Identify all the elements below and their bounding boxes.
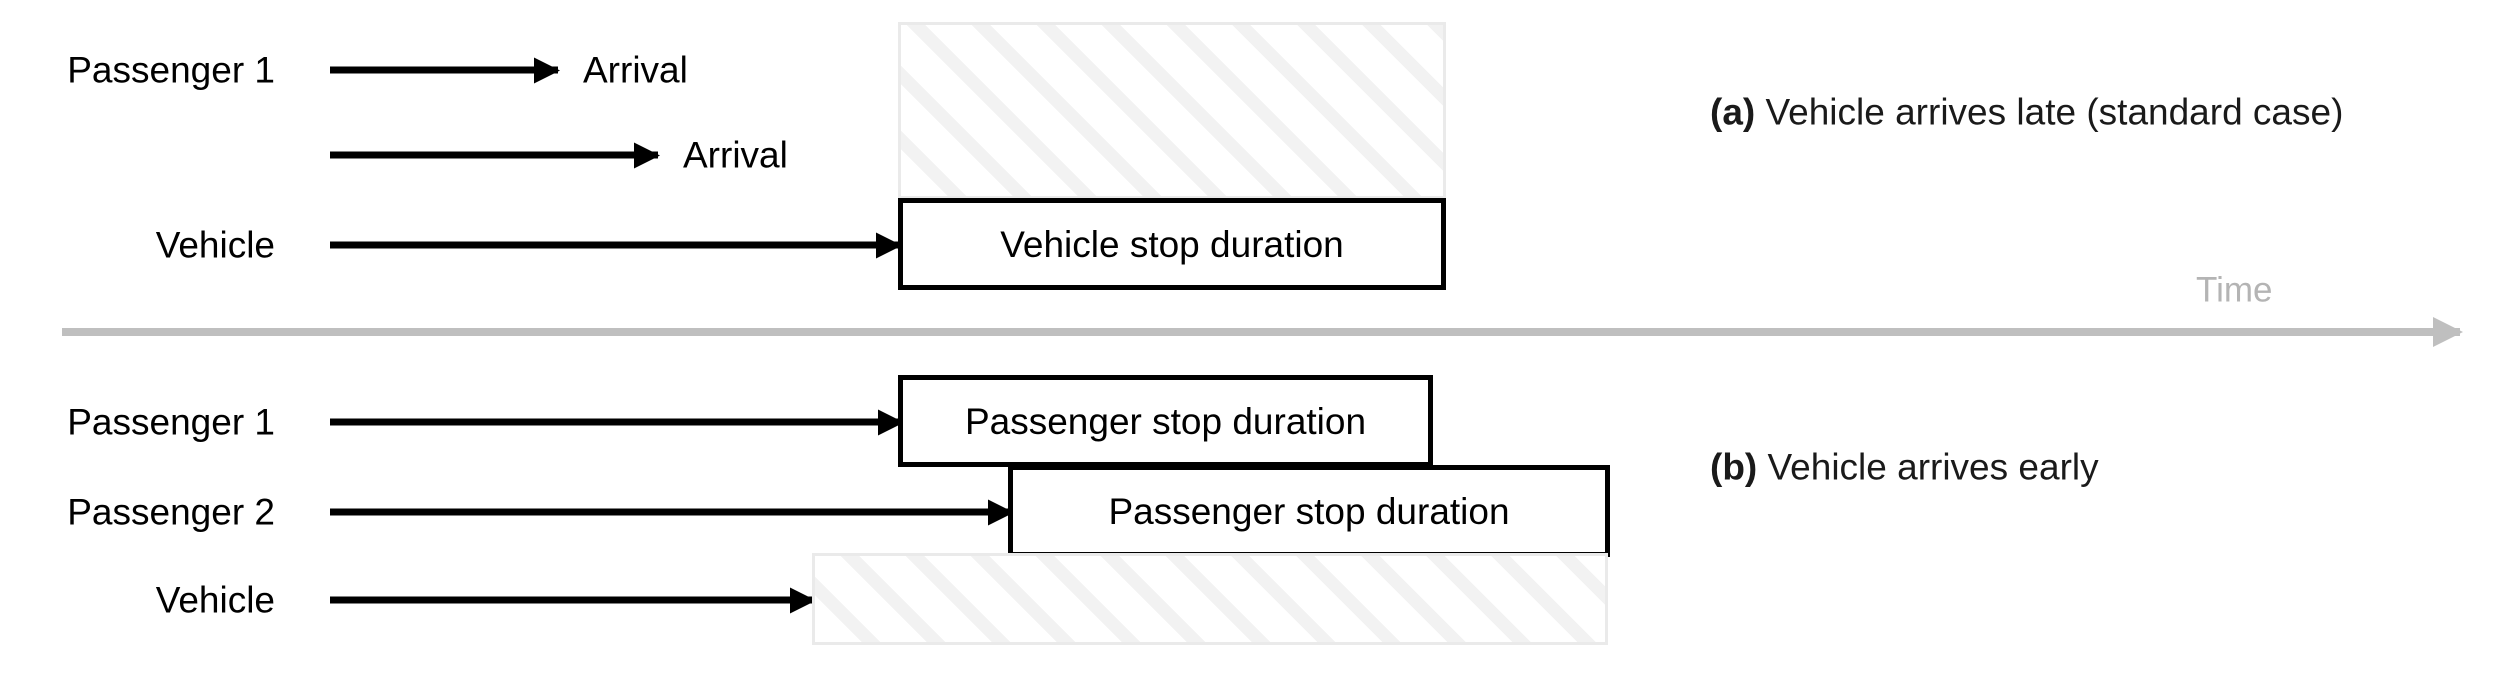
actor-label-passenger-2-b: Passenger 2 [67,491,275,533]
panel-marker-a: (a) [1710,91,1756,133]
timeline-arrow-passenger-1-a [330,66,558,74]
passenger-1-stop-duration-label-b: Passenger stop duration [964,400,1367,442]
panel-caption-text-a: Vehicle arrives late (standard case) [1765,91,2344,133]
timeline-arrow-vehicle-b [330,596,814,604]
vehicle-stop-duration-label-a: Vehicle stop duration [1000,223,1344,265]
actor-label-passenger-1-b: Passenger 1 [67,401,275,443]
passenger-1-stop-duration-block-b: Passenger stop duration [898,375,1433,467]
time-axis-label: Time [2196,270,2273,310]
passenger-2-stop-duration-label-b: Passenger stop duration [1108,490,1510,532]
timeline-arrow-vehicle-a [330,241,900,249]
panel-caption-text-b: Vehicle arrives early [1767,446,2099,488]
actor-label-passenger-1-a: Passenger 1 [67,49,275,91]
timeline-arrow-passenger-1-b [330,418,902,426]
passenger-2-stop-duration-block-b: Passenger stop duration [1008,465,1610,557]
panel-caption-a: (a) Vehicle arrives late (standard case) [1710,94,2343,131]
event-label-arrival-passenger-2-a: Arrival [683,134,788,176]
timeline-arrow-passenger-2-b [330,508,1012,516]
actor-label-vehicle-b: Vehicle [155,579,275,621]
time-axis-arrow [62,328,2460,336]
vehicle-waiting-block-b [812,553,1608,645]
panel-marker-b: (b) [1710,446,1758,488]
vehicle-stop-duration-block-a: Vehicle stop duration [898,198,1446,290]
vehicle-waiting-block-a [898,22,1446,199]
event-label-arrival-passenger-1-a: Arrival [583,49,688,91]
actor-label-vehicle-a: Vehicle [155,224,275,266]
panel-caption-b: (b) Vehicle arrives early [1710,449,2099,486]
timeline-arrow-passenger-2-a [330,151,658,159]
